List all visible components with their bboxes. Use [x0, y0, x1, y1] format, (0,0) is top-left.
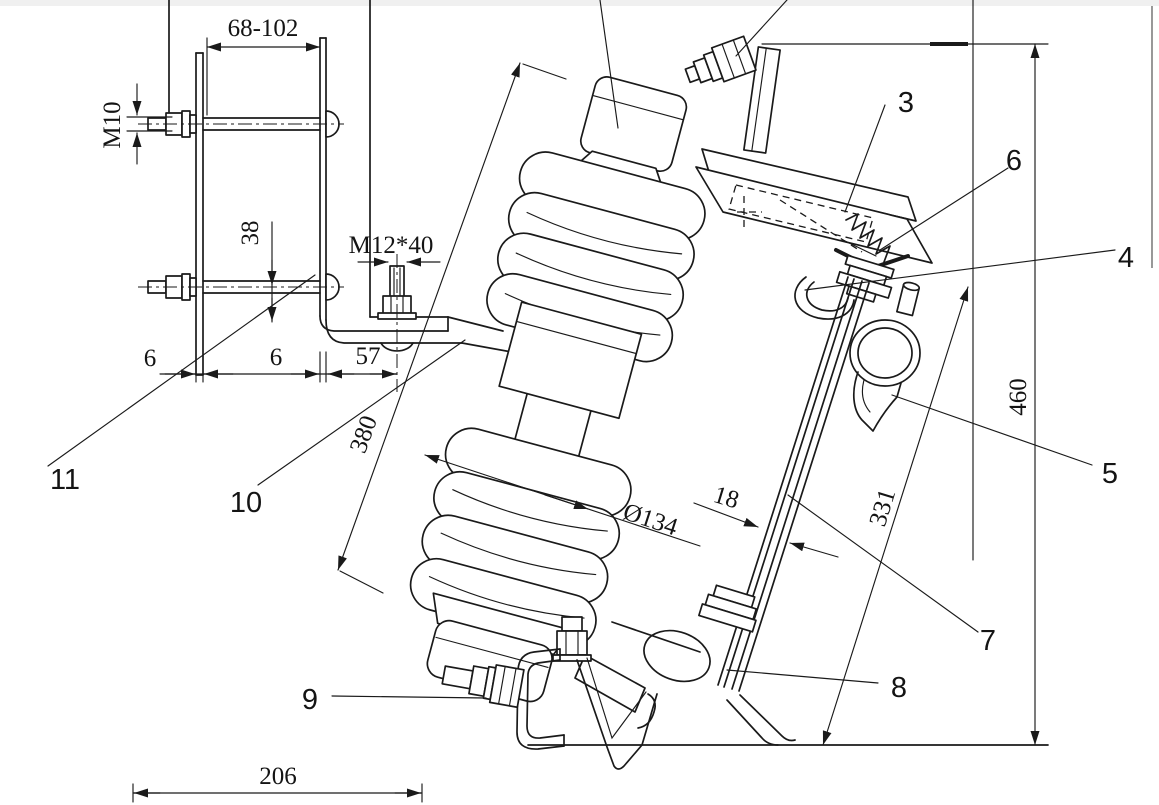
dim-mounting-bolt: M10 — [99, 101, 126, 148]
page-top-strip — [0, 0, 1159, 6]
lower-terminal-plate — [574, 654, 646, 713]
hinge-jaw — [576, 659, 658, 770]
callout-labels: 3 6 4 5 7 8 9 10 11 — [50, 87, 1134, 716]
leader-part11 — [47, 274, 316, 467]
dim-tube-diameter: 18 — [710, 481, 742, 514]
dim-bracket-slot-width: 68-102 — [228, 15, 299, 42]
leader-part4 — [804, 249, 1116, 291]
bracket-side-view — [138, 0, 513, 376]
leader-part5 — [891, 394, 1093, 466]
callout-7: 7 — [980, 625, 996, 657]
dimension-lines — [126, 0, 1049, 803]
leader-part10 — [257, 339, 466, 486]
mounting-bolt-bottom — [138, 273, 344, 301]
leader-part1 — [599, 0, 619, 129]
mounting-bolt-top — [138, 110, 344, 138]
lower-contact-assembly — [441, 616, 796, 770]
dim-overall-height: 460 — [1005, 378, 1032, 416]
leader-part9 — [331, 695, 487, 699]
lower-terminal-bolt — [441, 664, 525, 709]
pull-ring — [849, 319, 921, 432]
callout-6: 6 — [1006, 145, 1022, 177]
upper-terminal-bolt — [684, 35, 757, 84]
callout-4: 4 — [1118, 242, 1134, 274]
callout-5: 5 — [1102, 458, 1118, 490]
callout-8: 8 — [891, 672, 907, 704]
hook-pin — [896, 281, 921, 317]
callout-9: 9 — [302, 684, 318, 716]
contact-top-plate — [701, 148, 917, 222]
dim-plate-thickness-right: 6 — [270, 344, 283, 371]
leader-part7 — [787, 494, 979, 633]
leader-part6 — [879, 167, 1009, 251]
dim-insulator-length: 380 — [345, 412, 383, 456]
tube-lower-ferrule — [698, 584, 758, 633]
callout-3: 3 — [898, 87, 914, 119]
leader-part3 — [844, 104, 886, 213]
lower-terminal-stud — [552, 616, 592, 662]
dim-base-width: 206 — [259, 763, 297, 790]
dim-stud-spec: M12*40 — [349, 232, 434, 259]
dim-tube-length: 331 — [864, 486, 901, 530]
dim-plate-thickness-left: 6 — [144, 345, 157, 372]
contact-hood — [695, 166, 933, 264]
upper-contact-assembly — [684, 35, 933, 432]
hinge-slot — [643, 629, 711, 683]
dim-bracket-depth: 57 — [356, 343, 381, 370]
callout-10: 10 — [230, 487, 262, 519]
callout-leaders — [47, 0, 1116, 699]
contact-spring — [845, 213, 891, 263]
dim-shed-diameter: Ø134 — [620, 498, 682, 541]
callout-11: 11 — [50, 464, 80, 496]
leader-part2 — [735, 0, 788, 57]
porcelain-insulator — [409, 76, 706, 703]
m12-stud — [377, 254, 417, 392]
leader-part8 — [726, 669, 879, 684]
upper-terminal-strap — [743, 46, 781, 154]
dim-bolt-foot-offset: 38 — [237, 221, 264, 246]
